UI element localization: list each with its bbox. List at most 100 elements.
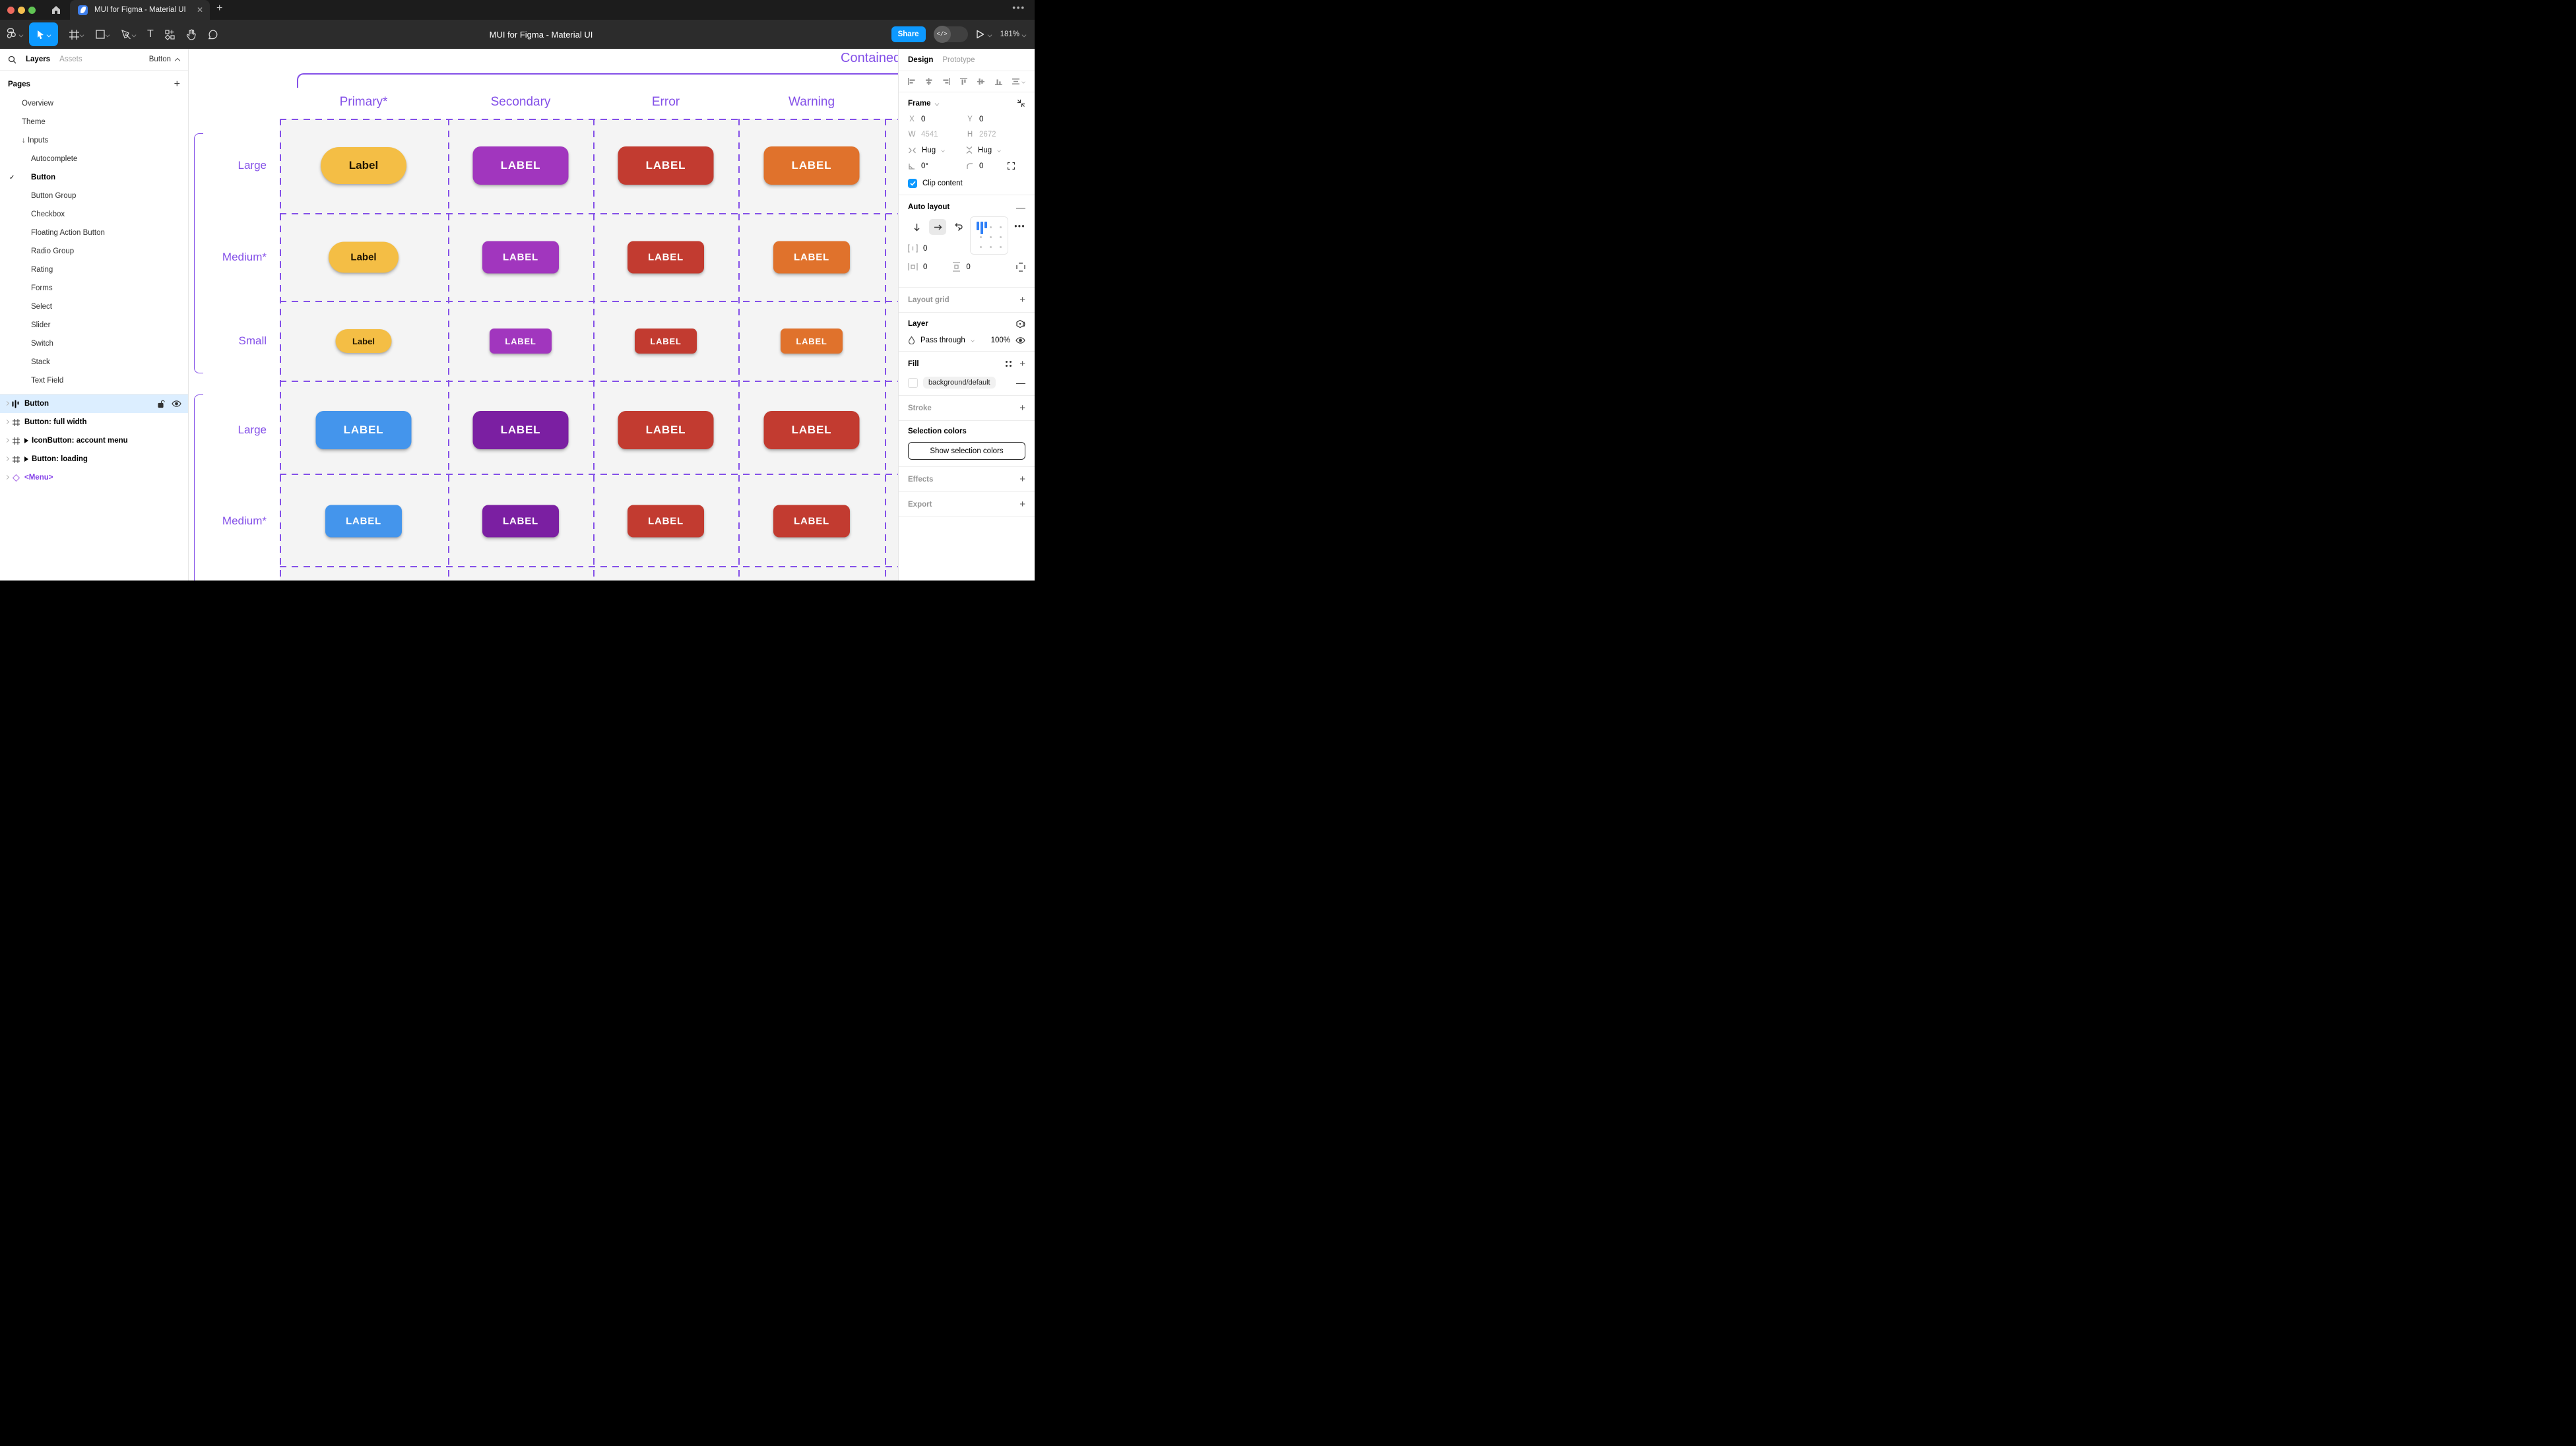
button-error-medium[interactable]: LABEL <box>628 241 704 274</box>
share-button[interactable]: Share <box>891 26 926 42</box>
button-error-large[interactable]: LABEL <box>618 146 714 185</box>
search-icon[interactable] <box>8 55 16 64</box>
layer-item[interactable]: Button <box>0 394 188 413</box>
page-item[interactable]: Forms <box>0 279 188 298</box>
present-button[interactable] <box>976 30 992 39</box>
text-tool-button[interactable]: T <box>147 28 154 40</box>
collapse-icon[interactable] <box>1017 99 1025 108</box>
page-item[interactable]: Autocomplete <box>0 150 188 168</box>
align-h-center-icon[interactable] <box>924 77 933 86</box>
opacity-field[interactable]: 100% <box>991 336 1010 344</box>
align-top-icon[interactable] <box>959 77 968 86</box>
remove-auto-layout-button[interactable]: — <box>1016 202 1025 212</box>
pen-tool-button[interactable] <box>121 29 137 40</box>
button-error-small[interactable]: LABEL <box>635 329 697 354</box>
page-item[interactable]: Overview <box>0 94 188 113</box>
move-tool-button[interactable] <box>29 22 58 46</box>
button-error-medium[interactable]: LABEL <box>628 505 704 538</box>
tab-layers[interactable]: Layers <box>26 55 50 63</box>
visibility-icon[interactable] <box>1015 337 1025 344</box>
button-primary-medium[interactable]: LABEL <box>325 505 402 538</box>
auto-layout-more-icon[interactable]: ••• <box>1014 223 1025 231</box>
layout-wrap-button[interactable] <box>950 219 967 235</box>
expand-caret-icon[interactable] <box>4 438 9 443</box>
blend-mode-select[interactable]: Pass through <box>920 336 965 344</box>
page-item[interactable]: Slider <box>0 316 188 334</box>
tab-assets[interactable]: Assets <box>59 55 82 63</box>
comment-tool-button[interactable] <box>207 29 218 40</box>
independent-corners-icon[interactable] <box>1007 162 1015 170</box>
tab-design[interactable]: Design <box>908 56 933 64</box>
page-item[interactable]: Floating Action Button <box>0 224 188 242</box>
add-fill-button[interactable]: + <box>1019 358 1025 369</box>
add-export-button[interactable]: + <box>1019 499 1025 510</box>
expand-caret-icon[interactable] <box>4 456 9 462</box>
rotation-field[interactable]: 0° <box>908 162 966 170</box>
horizontal-padding-field[interactable]: 0 <box>908 263 927 271</box>
remove-fill-button[interactable]: — <box>1016 377 1025 388</box>
shape-tool-button[interactable] <box>95 29 110 40</box>
frame-tool-button[interactable] <box>69 29 84 40</box>
layout-vertical-button[interactable] <box>908 219 925 235</box>
page-item[interactable]: Button Group <box>0 187 188 205</box>
button-secondary-large[interactable]: LABEL <box>473 411 569 449</box>
styles-icon[interactable] <box>1004 360 1013 368</box>
canvas[interactable]: ContainedPrimary*SecondaryErrorWarningLa… <box>189 49 898 581</box>
expand-caret-icon[interactable] <box>4 475 9 480</box>
page-item[interactable]: Rating <box>0 261 188 279</box>
x-field[interactable]: 0 <box>921 115 925 123</box>
button-warning-medium[interactable]: LABEL <box>773 505 850 538</box>
button-error-large[interactable]: LABEL <box>618 411 714 449</box>
layer-item[interactable]: Button: loading <box>0 450 188 468</box>
page-item[interactable]: ↓ Inputs <box>0 131 188 150</box>
layer-item[interactable]: Button: full width <box>0 413 188 431</box>
section-title[interactable]: Contained <box>841 51 898 66</box>
add-page-button[interactable]: + <box>174 79 180 90</box>
align-left-icon[interactable] <box>907 77 916 86</box>
page-item[interactable]: Select <box>0 298 188 316</box>
hug-vertical-field[interactable]: Hug <box>966 146 1025 154</box>
close-tab-icon[interactable]: ✕ <box>197 6 203 14</box>
page-item[interactable]: Theme <box>0 113 188 131</box>
distribute-menu-icon[interactable] <box>1012 77 1026 86</box>
new-tab-button[interactable]: + <box>216 3 222 15</box>
layer-item[interactable]: IconButton: account menu <box>0 431 188 450</box>
fill-swatch[interactable] <box>908 378 918 388</box>
y-field[interactable]: 0 <box>979 115 983 123</box>
corner-radius-field[interactable]: 0 <box>966 162 1025 170</box>
page-item[interactable]: Text Field <box>0 371 188 390</box>
align-right-icon[interactable] <box>942 77 951 86</box>
page-item[interactable]: Checkbox <box>0 205 188 224</box>
button-primary-small[interactable]: Label <box>336 329 392 353</box>
fill-token[interactable]: background/default <box>923 377 996 389</box>
add-effect-button[interactable]: + <box>1019 474 1025 485</box>
main-menu-button[interactable] <box>7 28 24 41</box>
page-item[interactable]: Stack <box>0 353 188 371</box>
dev-mode-toggle[interactable]: </> <box>934 26 968 42</box>
layout-horizontal-button[interactable] <box>929 219 946 235</box>
button-secondary-medium[interactable]: LABEL <box>482 505 559 538</box>
minimize-window-button[interactable] <box>18 7 25 14</box>
close-window-button[interactable] <box>7 7 15 14</box>
button-warning-large[interactable]: LABEL <box>764 146 860 185</box>
button-secondary-large[interactable]: LABEL <box>473 146 569 185</box>
hand-tool-button[interactable] <box>186 29 197 40</box>
home-icon[interactable] <box>50 4 62 16</box>
zoom-window-button[interactable] <box>28 7 36 14</box>
blend-mode-icon[interactable] <box>1015 319 1025 329</box>
layer-item[interactable]: <Menu> <box>0 468 188 487</box>
zoom-menu[interactable]: 181% <box>1000 30 1027 38</box>
clip-content-row[interactable]: Clip content <box>908 179 1025 188</box>
button-primary-large[interactable]: LABEL <box>316 411 412 449</box>
align-bottom-icon[interactable] <box>994 77 1003 86</box>
page-item[interactable]: ✓Button <box>0 168 188 187</box>
hug-horizontal-field[interactable]: Hug <box>908 146 966 154</box>
tab-prototype[interactable]: Prototype <box>942 56 975 64</box>
unlock-icon[interactable] <box>158 400 165 408</box>
height-field[interactable]: 2672 <box>979 131 996 139</box>
page-item[interactable]: Switch <box>0 334 188 353</box>
expand-caret-icon[interactable] <box>4 420 9 425</box>
vertical-padding-field[interactable]: 0 <box>952 262 970 272</box>
button-secondary-small[interactable]: LABEL <box>490 329 552 354</box>
add-layout-grid-button[interactable]: + <box>1019 294 1025 305</box>
